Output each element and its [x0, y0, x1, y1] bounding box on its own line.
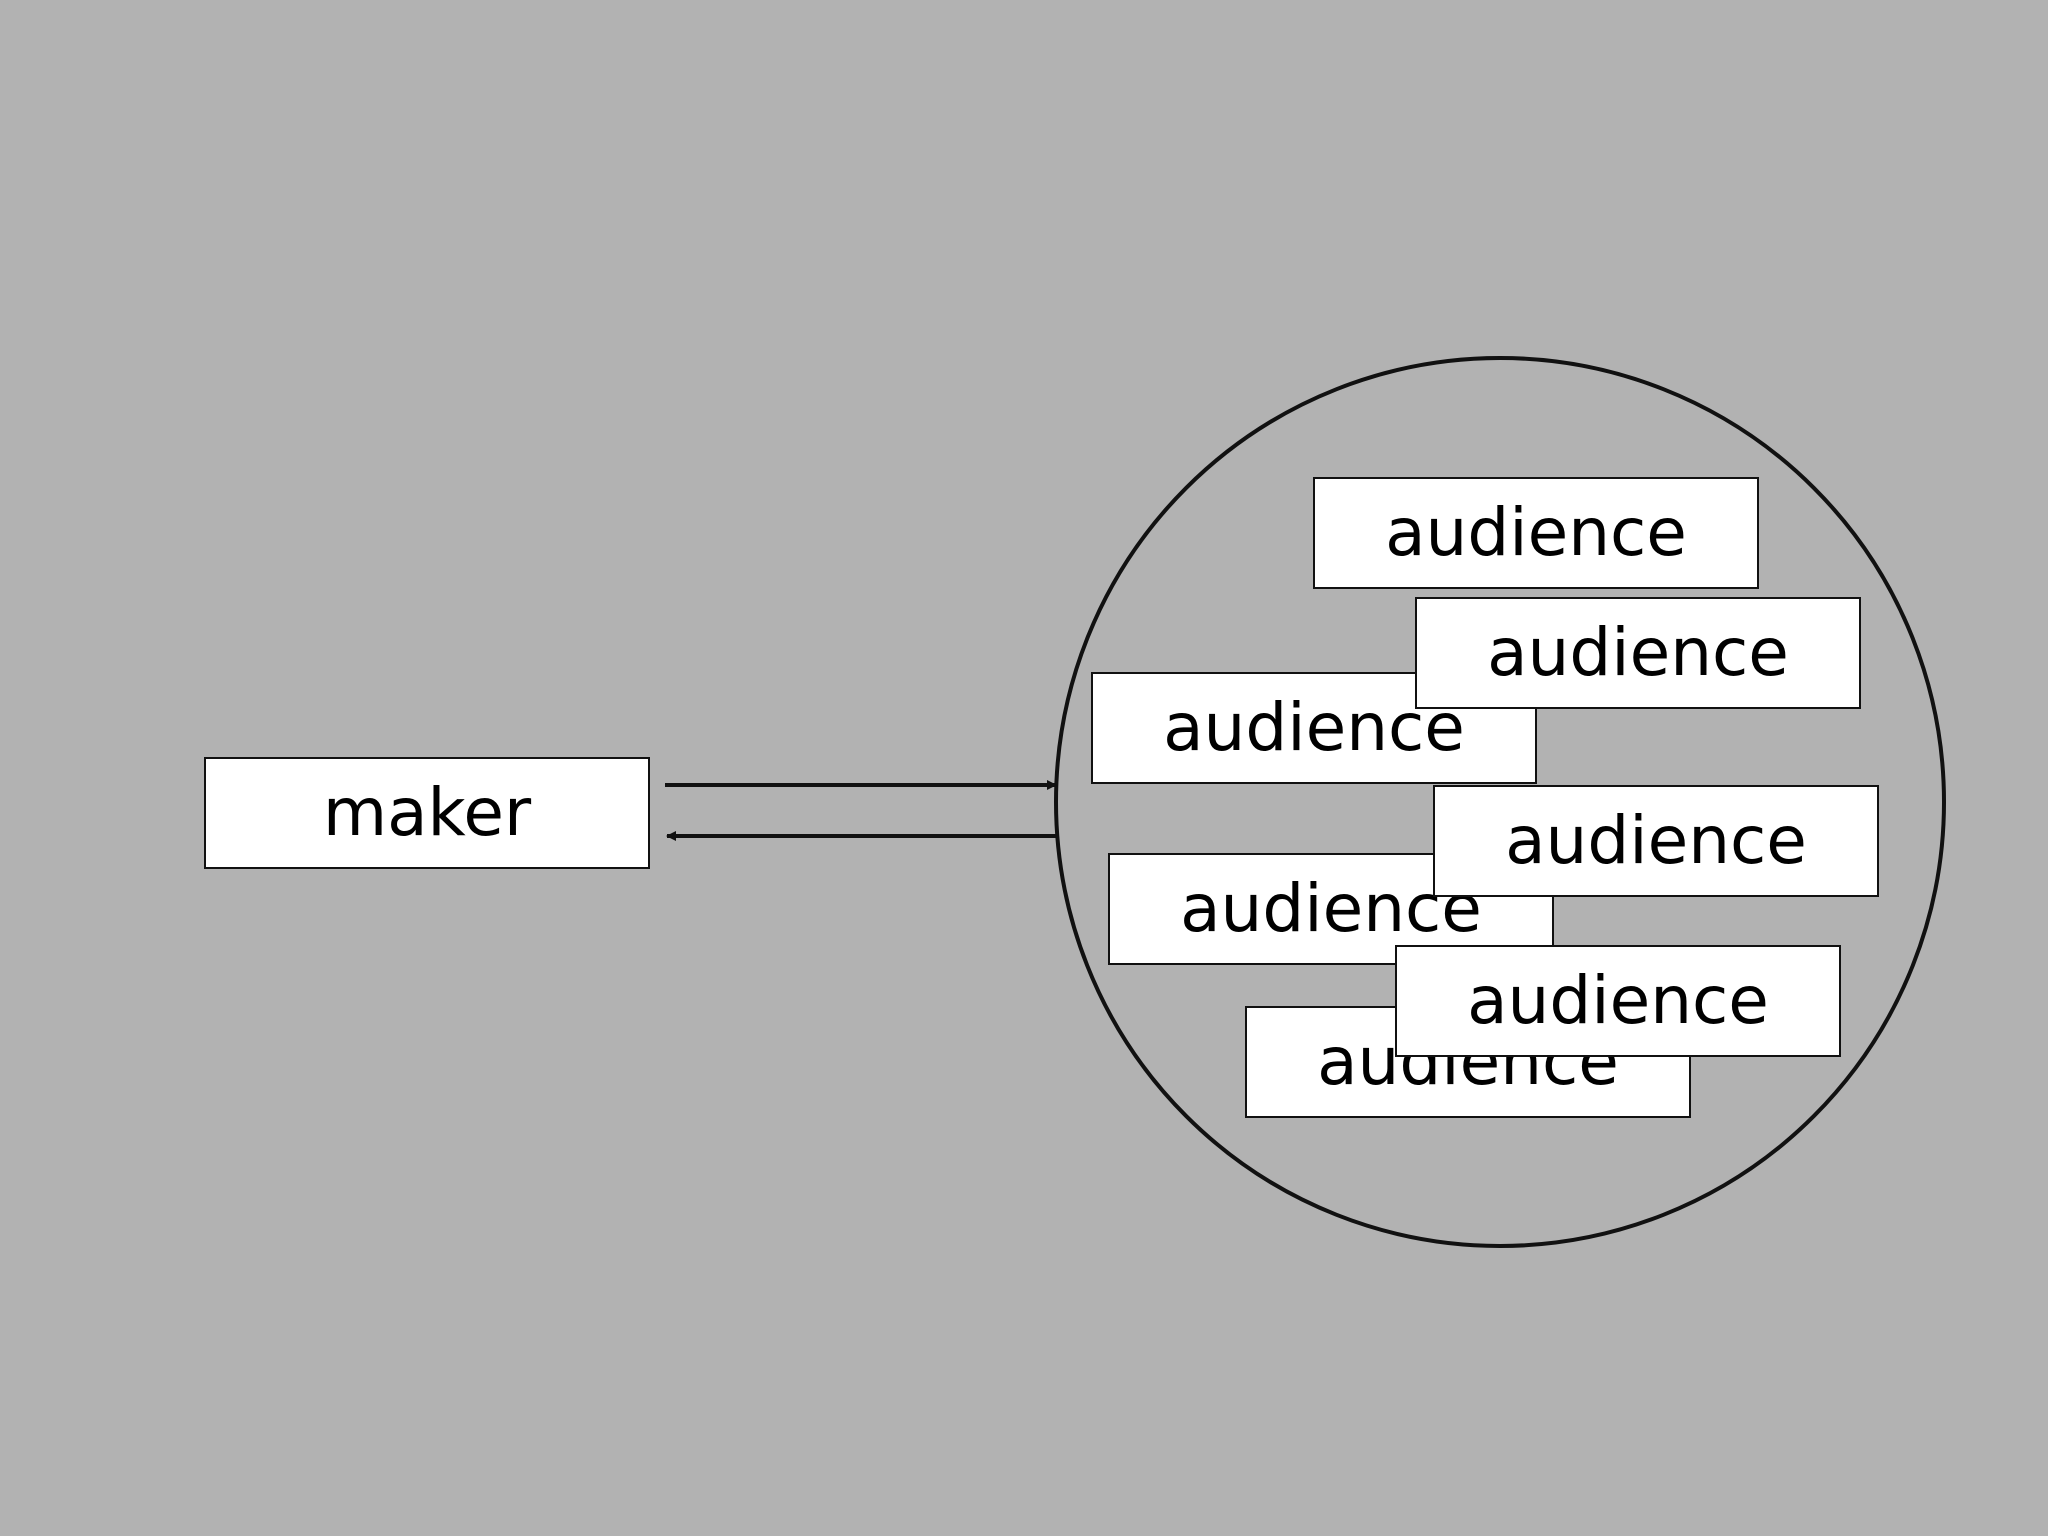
audience-label: audience: [1487, 614, 1789, 691]
audience-label: audience: [1180, 870, 1482, 947]
audience-box: audience: [1395, 945, 1841, 1057]
audience-group-circle: [1054, 356, 1946, 1248]
audience-box: audience: [1415, 597, 1861, 709]
audience-label: audience: [1467, 962, 1769, 1039]
audience-label: audience: [1163, 689, 1465, 766]
audience-box: audience: [1433, 785, 1879, 897]
audience-box: audience: [1313, 477, 1759, 589]
maker-label: maker: [322, 774, 532, 851]
maker-box: maker: [204, 757, 650, 869]
audience-label: audience: [1505, 802, 1807, 879]
audience-label: audience: [1385, 494, 1687, 571]
